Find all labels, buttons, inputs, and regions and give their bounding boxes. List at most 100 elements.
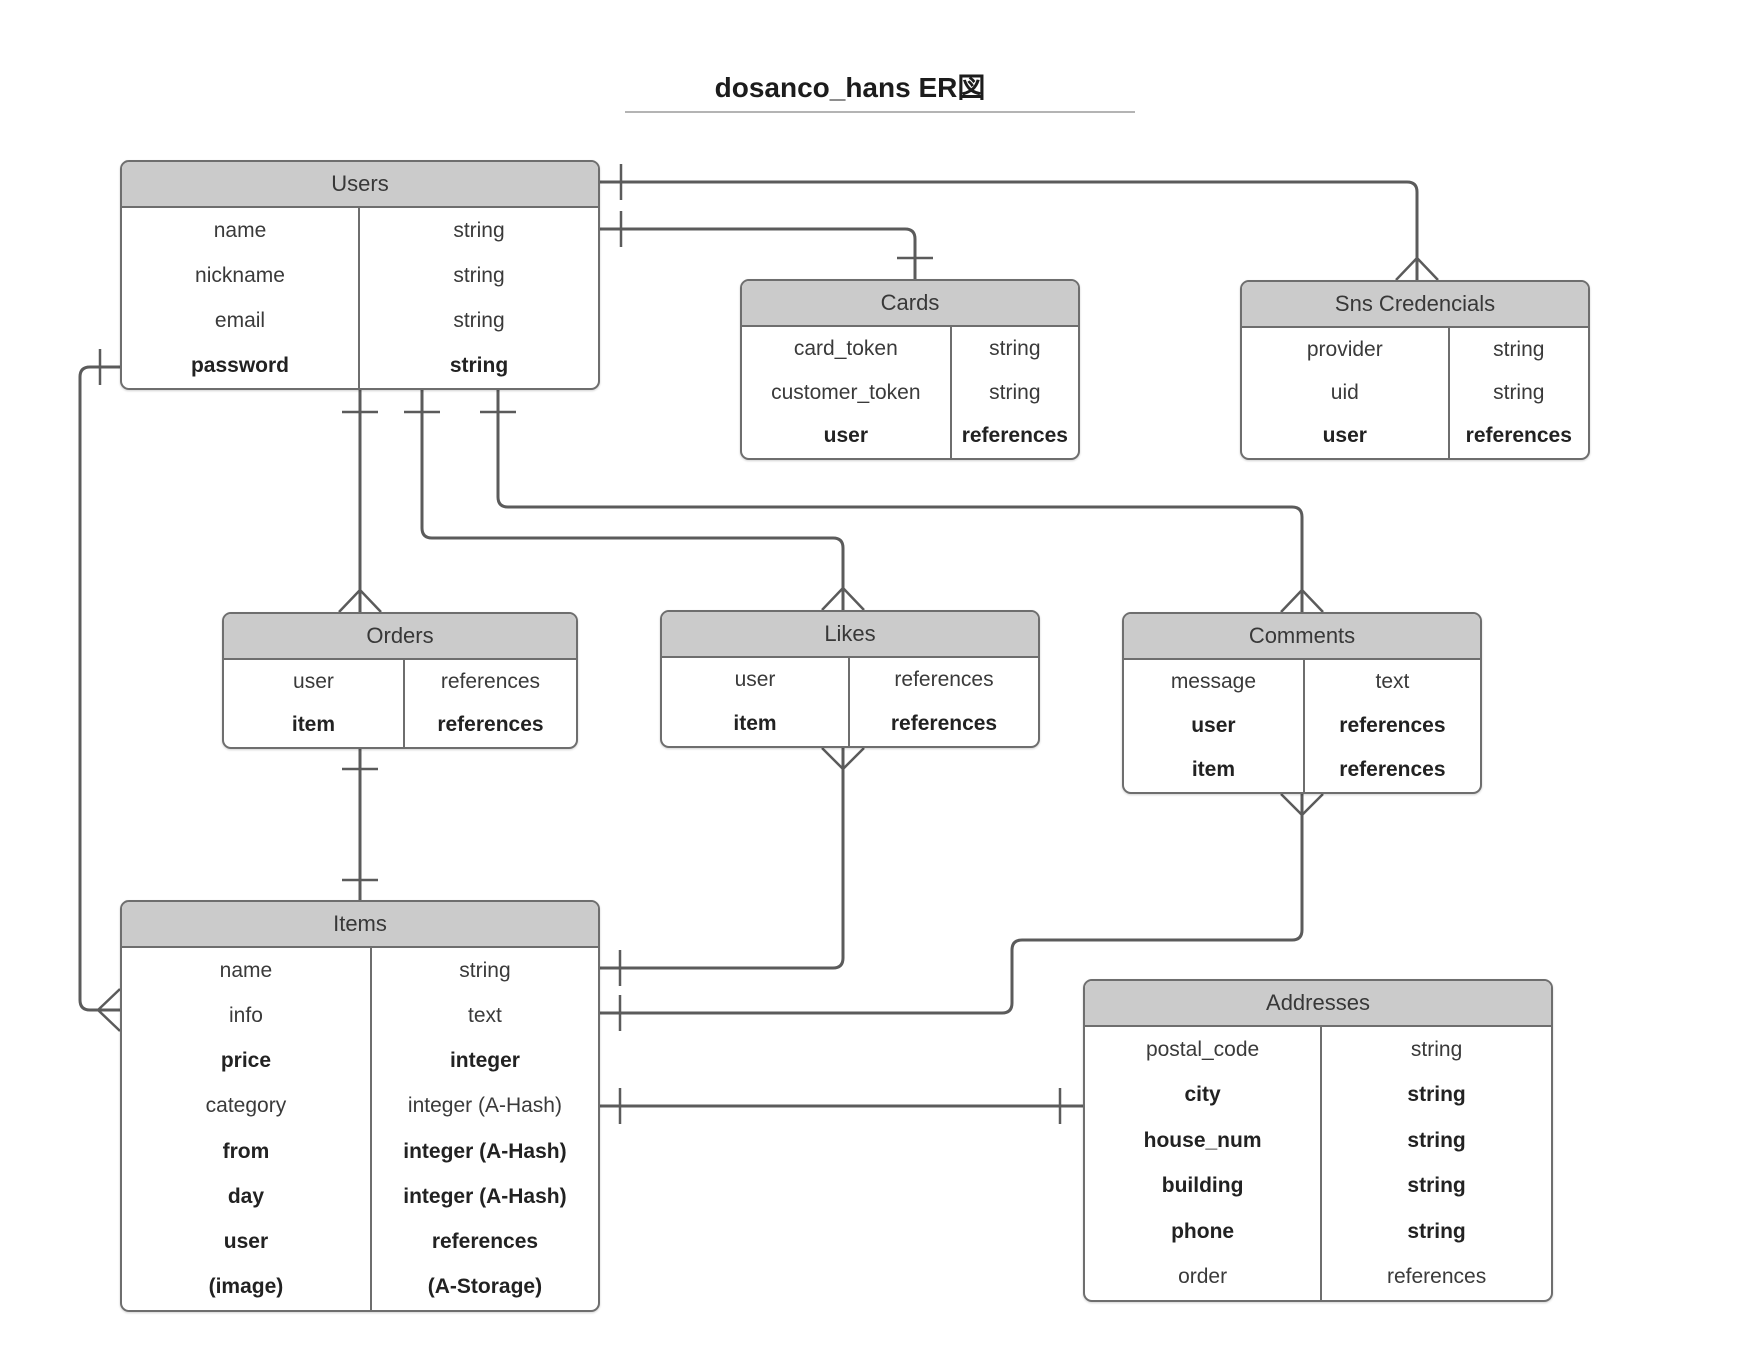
table-cell: user <box>1242 414 1450 458</box>
table-cell: order <box>1085 1254 1323 1300</box>
table-cell: building <box>1085 1163 1323 1209</box>
table-cell: references <box>431 1230 539 1254</box>
table-cell: string <box>1407 1083 1466 1107</box>
connector-items-addresses <box>600 1088 1083 1124</box>
table-items-title: Items <box>122 902 598 948</box>
table-cell: item <box>224 703 405 747</box>
title-underline <box>625 111 1135 113</box>
table-row-order: order references <box>1085 1254 1551 1300</box>
connector-orders-items <box>342 749 378 900</box>
crow-foot <box>97 988 121 1032</box>
table-cell: email <box>122 298 360 343</box>
table-cell: string <box>449 353 509 377</box>
table-row-city: city string <box>1085 1072 1551 1118</box>
table-row-nickname: nickname string <box>122 253 598 298</box>
crow-foot <box>821 587 865 611</box>
table-cell: name <box>122 948 372 994</box>
table-orders: Orders user references item references <box>222 612 578 749</box>
table-cell: string <box>453 218 505 242</box>
table-cell: provider <box>1242 328 1450 372</box>
table-cell: string <box>459 958 511 982</box>
table-cell: integer (A-Hash) <box>403 1139 567 1163</box>
table-comments-title: Comments <box>1124 614 1480 660</box>
table-cell: password <box>122 343 360 388</box>
table-cell: name <box>122 208 360 253</box>
table-sns-credencials-title: Sns Credencials <box>1242 282 1588 328</box>
table-cell: item <box>1124 748 1305 792</box>
table-cell: message <box>1124 660 1305 704</box>
table-likes-title: Likes <box>662 612 1038 658</box>
table-cell: references <box>961 424 1068 448</box>
table-row-category: category integer (A-Hash) <box>122 1083 598 1129</box>
table-cell: string <box>453 263 505 287</box>
connector-comments-items <box>600 793 1324 1031</box>
table-row-name: name string <box>122 208 598 253</box>
table-cell: integer (A-Hash) <box>403 1184 567 1208</box>
table-cell: item <box>662 702 850 746</box>
connector-users-sns-credencials <box>600 164 1439 281</box>
crow-foot <box>338 589 382 613</box>
table-cell: references <box>1386 1265 1487 1289</box>
table-cell: text <box>1375 670 1410 693</box>
crow-foot <box>1280 589 1324 613</box>
connector-users-comments <box>480 390 1324 613</box>
table-cell: references <box>437 713 544 737</box>
table-cell: info <box>122 993 372 1039</box>
table-cell: string <box>453 308 505 332</box>
table-cell: references <box>440 669 541 693</box>
table-cell: string <box>1493 337 1545 361</box>
table-cell: string <box>1407 1174 1466 1198</box>
table-row-user: user references <box>122 1219 598 1265</box>
table-cell: integer (A-Hash) <box>407 1094 562 1118</box>
table-row-provider: provider string <box>1242 328 1588 372</box>
table-cell: nickname <box>122 253 360 298</box>
table-cell: postal_code <box>1085 1027 1323 1073</box>
table-cell: phone <box>1085 1209 1323 1255</box>
crow-foot <box>1395 257 1439 281</box>
table-cell: string <box>1407 1219 1466 1243</box>
table-cell: uid <box>1242 371 1450 415</box>
connector-users-orders <box>338 390 382 613</box>
table-cards-title: Cards <box>742 281 1078 327</box>
table-cell: references <box>1339 714 1446 737</box>
table-cell: category <box>122 1083 372 1129</box>
table-cell: string <box>989 380 1041 404</box>
table-cell: user <box>122 1219 372 1265</box>
crow-foot <box>1280 793 1324 816</box>
table-orders-title: Orders <box>224 614 576 660</box>
connector-users-cards <box>600 211 933 279</box>
connector-likes-items <box>600 747 865 986</box>
table-row-building: building string <box>1085 1163 1551 1209</box>
table-row-image: (image) (A-Storage) <box>122 1264 598 1310</box>
table-cell: integer <box>449 1049 520 1073</box>
table-row-item: item references <box>224 703 576 747</box>
table-row-phone: phone string <box>1085 1209 1551 1255</box>
table-row-email: email string <box>122 298 598 343</box>
table-cell: (A-Storage) <box>427 1275 543 1299</box>
connector-users-items <box>78 349 121 1032</box>
table-cell: user <box>224 660 405 704</box>
table-cell: (image) <box>122 1264 372 1310</box>
table-row-password: password string <box>122 343 598 388</box>
table-cell: city <box>1085 1072 1323 1118</box>
